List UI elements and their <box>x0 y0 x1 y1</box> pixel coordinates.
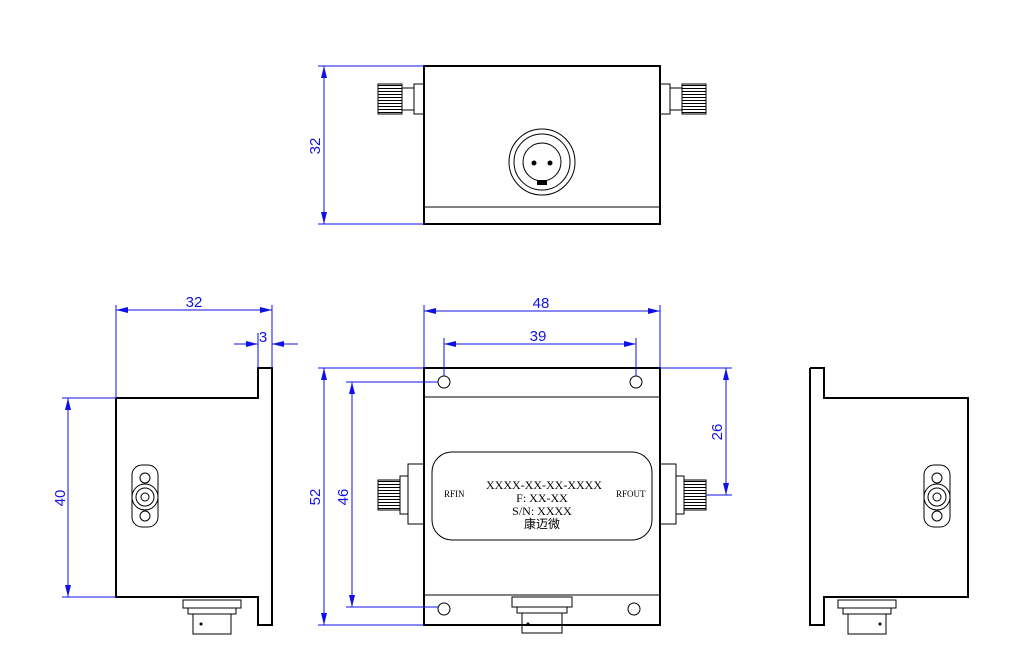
label-plate <box>431 451 653 541</box>
dim-front-width: 48 <box>423 295 661 368</box>
power-connector-side-right <box>837 599 897 635</box>
label-frequency: F: XX-XX <box>516 491 568 505</box>
port-in-label: RFIN <box>444 489 465 499</box>
dim-top-height-label: 32 <box>307 138 324 155</box>
side-view-right <box>809 367 969 635</box>
sma-connector-left-top <box>377 83 425 115</box>
dim-front-height: 52 <box>307 367 424 626</box>
top-view: 32 <box>307 65 707 225</box>
dim-side-height: 40 <box>52 397 116 598</box>
mounting-hole-bl <box>437 602 451 616</box>
dim-front-width-label: 48 <box>533 295 550 312</box>
top-view-body <box>423 65 661 225</box>
dim-side-flange-label: 3 <box>259 329 267 346</box>
power-connector-side-left <box>182 599 242 635</box>
dim-connector-offset-label: 26 <box>709 424 726 441</box>
sma-connector-right-front <box>659 463 707 525</box>
sma-connector-left-front <box>377 463 425 525</box>
side-view-left: 32 3 40 <box>52 294 298 635</box>
power-connector-front <box>511 596 573 634</box>
port-out-label: RFOUT <box>616 489 646 499</box>
dim-connector-offset: 26 <box>660 367 732 496</box>
side-view-left-outline <box>115 367 273 626</box>
sma-face-right <box>923 464 951 528</box>
dim-hole-spacing-x: 39 <box>443 328 637 376</box>
mounting-hole-tr <box>629 375 643 389</box>
label-part-number: XXXX-XX-XX-XXXX <box>486 478 602 492</box>
dim-hole-spacing-x-label: 39 <box>530 328 547 345</box>
dim-hole-spacing-y-label: 46 <box>335 489 352 506</box>
dim-side-width-label: 32 <box>186 294 203 311</box>
side-view-right-outline <box>809 367 969 626</box>
label-serial: S/N: XXXX <box>512 504 572 518</box>
label-brand: 康迈微 <box>524 516 560 531</box>
dim-side-height-label: 40 <box>52 490 69 507</box>
sma-face-left <box>131 464 159 528</box>
dim-top-height: 32 <box>307 65 424 225</box>
front-view: XXXX-XX-XX-XXXX F: XX-XX S/N: XXXX 康迈微 R… <box>307 295 732 634</box>
mounting-hole-br <box>627 602 641 616</box>
dim-front-height-label: 52 <box>307 489 324 506</box>
mounting-hole-tl <box>437 375 451 389</box>
dim-side-width: 32 <box>115 294 273 398</box>
power-connector-top <box>508 128 576 196</box>
sma-connector-right-top <box>659 83 707 115</box>
dim-hole-spacing-y: 46 <box>335 381 438 608</box>
dim-side-flange: 3 <box>234 329 298 368</box>
